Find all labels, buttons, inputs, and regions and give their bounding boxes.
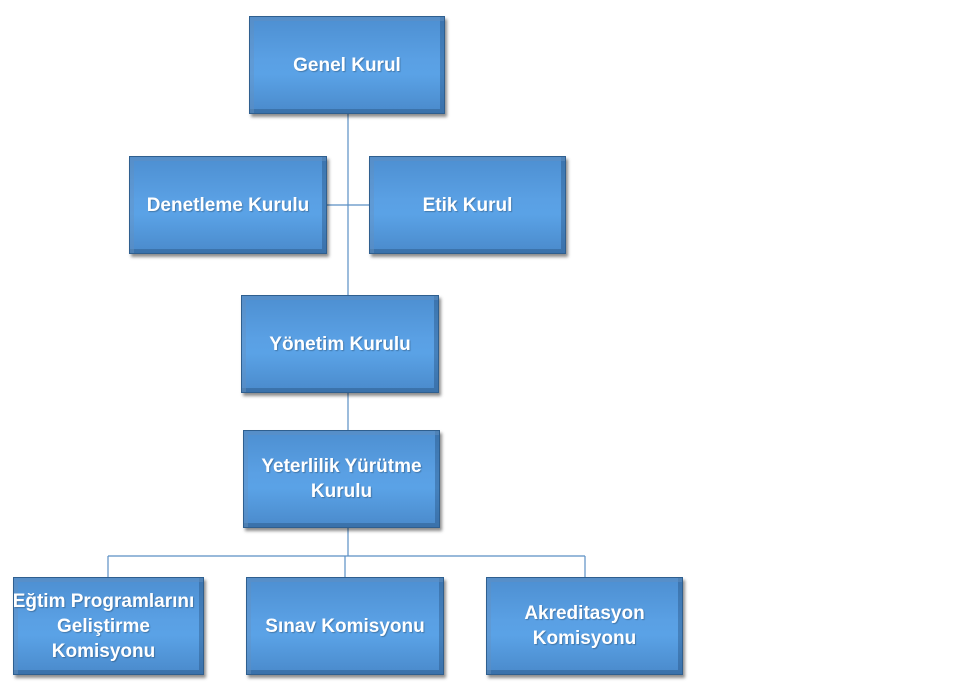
node-label: Yeterlilik Yürütme Kurulu bbox=[261, 456, 422, 502]
node-label: Etik Kurul bbox=[422, 194, 513, 216]
node-yonetim-kurulu: Yönetim Kurulu bbox=[241, 295, 439, 393]
node-label: Denetleme Kurulu bbox=[146, 194, 310, 216]
node-label: Sınav Komisyonu bbox=[265, 615, 425, 637]
node-label: Yönetim Kurulu bbox=[269, 333, 411, 355]
node-label: Akreditasyon Komisyonu bbox=[524, 603, 645, 649]
node-label: Genel Kurul bbox=[293, 54, 401, 76]
node-etik-kurul: Etik Kurul bbox=[369, 156, 566, 254]
node-akreditasyon-komisyonu: Akreditasyon Komisyonu bbox=[486, 577, 683, 675]
node-sinav-komisyonu: Sınav Komisyonu bbox=[246, 577, 444, 675]
node-genel-kurul: Genel Kurul bbox=[249, 16, 445, 114]
node-yeterlilik-yurutme-kurulu: Yeterlilik Yürütme Kurulu bbox=[243, 430, 440, 528]
node-denetleme-kurulu: Denetleme Kurulu bbox=[129, 156, 327, 254]
node-egitim-programlari-komisyonu: Eğtim Programlarını Geliştirme Komisyonu bbox=[13, 577, 204, 675]
node-label: Eğtim Programlarını Geliştirme Komisyonu bbox=[12, 590, 195, 662]
